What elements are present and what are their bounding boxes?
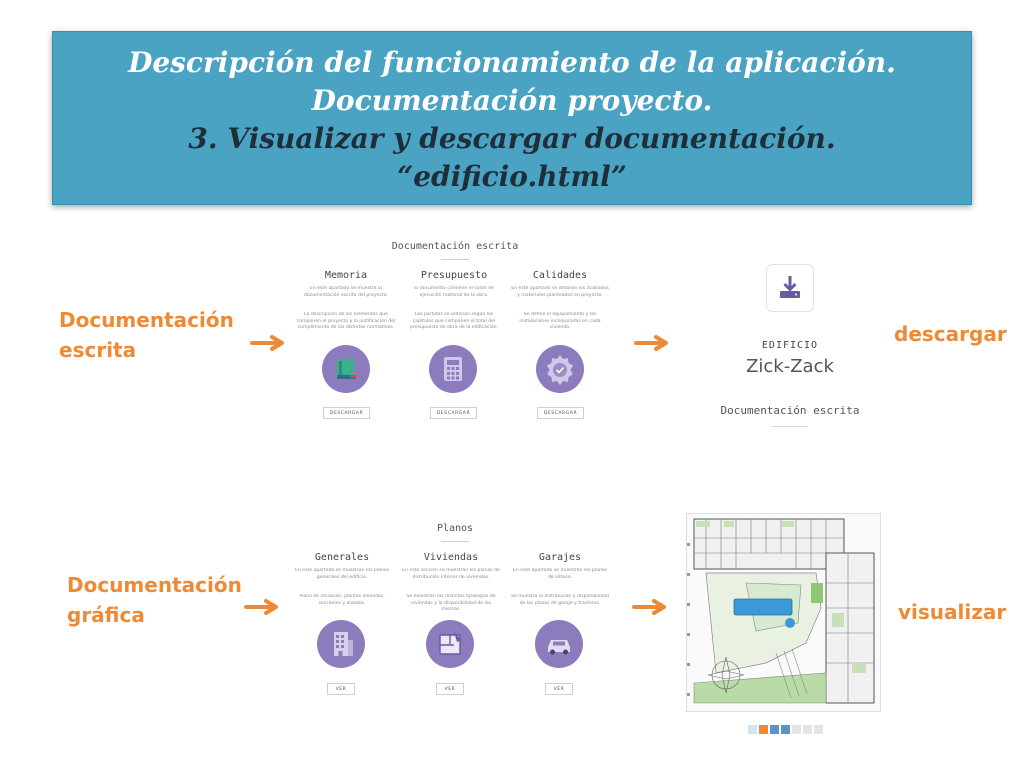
calidades-icon-circle <box>536 345 584 393</box>
column-description: Se define el equipamiento y las instalac… <box>519 312 601 331</box>
column-heading: Memoria <box>324 270 368 281</box>
column-description: En este apartado se detallan los acabado… <box>511 286 609 298</box>
download-button[interactable] <box>766 264 814 312</box>
column-description: La descripción de los elementos que comp… <box>296 312 396 331</box>
column-heading: Generales <box>314 552 370 563</box>
column-heading: Viviendas <box>423 552 479 563</box>
column-description: Las partidas se ordenan según los capítu… <box>409 312 499 331</box>
doc-column-viviendas: Viviendas En esta sección se muestran lo… <box>401 552 501 622</box>
arrow-right-icon <box>634 335 668 351</box>
label-grafica-line-1: Documentación <box>67 573 242 597</box>
graphic-docs-panel: Planos Generales En este apartado se mue… <box>290 523 620 698</box>
plan-page-thumbnails <box>748 720 830 734</box>
doc-column-garajes: Garajes En este apartado se muestran los… <box>510 552 610 622</box>
divider <box>441 541 469 542</box>
building-icon <box>334 632 353 656</box>
edificio-kicker: EDIFICIO <box>761 340 819 351</box>
column-description: Se muestran las distintas tipologías de … <box>406 594 496 613</box>
page-thumbnails <box>748 725 823 734</box>
generales-icon-circle <box>317 620 365 668</box>
label-escrita-line-2: escrita <box>59 338 137 362</box>
arrow-right-icon <box>632 599 666 615</box>
column-heading: Calidades <box>532 270 588 281</box>
banner-line-3: 3. Visualizar y descargar documentación. <box>188 122 836 155</box>
column-heading: Presupuesto <box>420 270 488 281</box>
column-description: En este apartado se muestran los planos … <box>294 568 390 580</box>
banner-line-1: Descripción del funcionamiento de la apl… <box>128 46 896 79</box>
floorplan-icon <box>439 632 462 655</box>
column-description: Plano de situación, plantas elevadas, se… <box>299 594 385 606</box>
floor-plan-viewer[interactable] <box>686 513 881 712</box>
doc-column-calidades: Calidades En este apartado se detallan l… <box>510 270 610 340</box>
column-description: En este apartado se muestra la documenta… <box>303 286 389 298</box>
label-grafica-line-2: gráfica <box>67 603 145 627</box>
banner-line-2: Documentación proyecto. <box>311 84 713 117</box>
divider <box>441 259 469 260</box>
ver-garajes-button[interactable]: VER <box>545 683 573 695</box>
descargar-memoria-button[interactable]: DESCARGAR <box>323 407 370 419</box>
banner-line-4: “edificio.html” <box>397 160 627 193</box>
written-docs-panel: Documentación escrita Memoria En este ap… <box>290 241 620 426</box>
ver-generales-button[interactable]: VER <box>327 683 355 695</box>
download-tray-icon <box>780 276 800 298</box>
calculator-icon <box>444 357 462 381</box>
descargar-presupuesto-button[interactable]: DESCARGAR <box>430 407 477 419</box>
column-description: En esta sección se muestran los planos d… <box>402 568 500 580</box>
doc-column-presupuesto: Presupuesto El documento contiene el cos… <box>404 270 504 340</box>
doc-column-generales: Generales En este apartado se muestran l… <box>292 552 392 622</box>
label-descargar: descargar <box>894 322 1007 346</box>
title-banner: Descripción del funcionamiento de la apl… <box>52 31 972 205</box>
label-escrita-line-1: Documentación <box>59 308 234 332</box>
descargar-calidades-button[interactable]: DESCARGAR <box>537 407 584 419</box>
label-documentacion-escrita: Documentación escrita <box>59 305 234 365</box>
panel-title: Planos <box>436 523 474 534</box>
column-description: En este apartado se muestran los planos … <box>512 568 608 580</box>
column-heading: Garajes <box>538 552 582 563</box>
divider <box>772 426 808 427</box>
panel-title: Documentación escrita <box>391 241 519 252</box>
garajes-icon-circle <box>535 620 583 668</box>
label-visualizar: visualizar <box>898 600 1007 624</box>
building-name: Zick-Zack <box>746 356 834 377</box>
column-description: Se muestra la distribución y disponibili… <box>511 594 609 606</box>
section-title: Documentación escrita <box>720 404 860 417</box>
column-description: El documento contiene el coste de ejecuc… <box>414 286 494 298</box>
doc-column-memoria: Memoria En este apartado se muestra la d… <box>296 270 396 340</box>
viviendas-icon-circle <box>426 620 474 668</box>
memoria-icon-circle <box>322 345 370 393</box>
arrow-right-icon <box>250 335 284 351</box>
presupuesto-icon-circle <box>429 345 477 393</box>
label-documentacion-grafica: Documentación gráfica <box>67 570 242 630</box>
arrow-right-icon <box>244 599 278 615</box>
car-icon <box>548 640 570 655</box>
ver-viviendas-button[interactable]: VER <box>436 683 464 695</box>
quality-seal-icon <box>547 355 573 385</box>
book-icon <box>337 359 357 379</box>
